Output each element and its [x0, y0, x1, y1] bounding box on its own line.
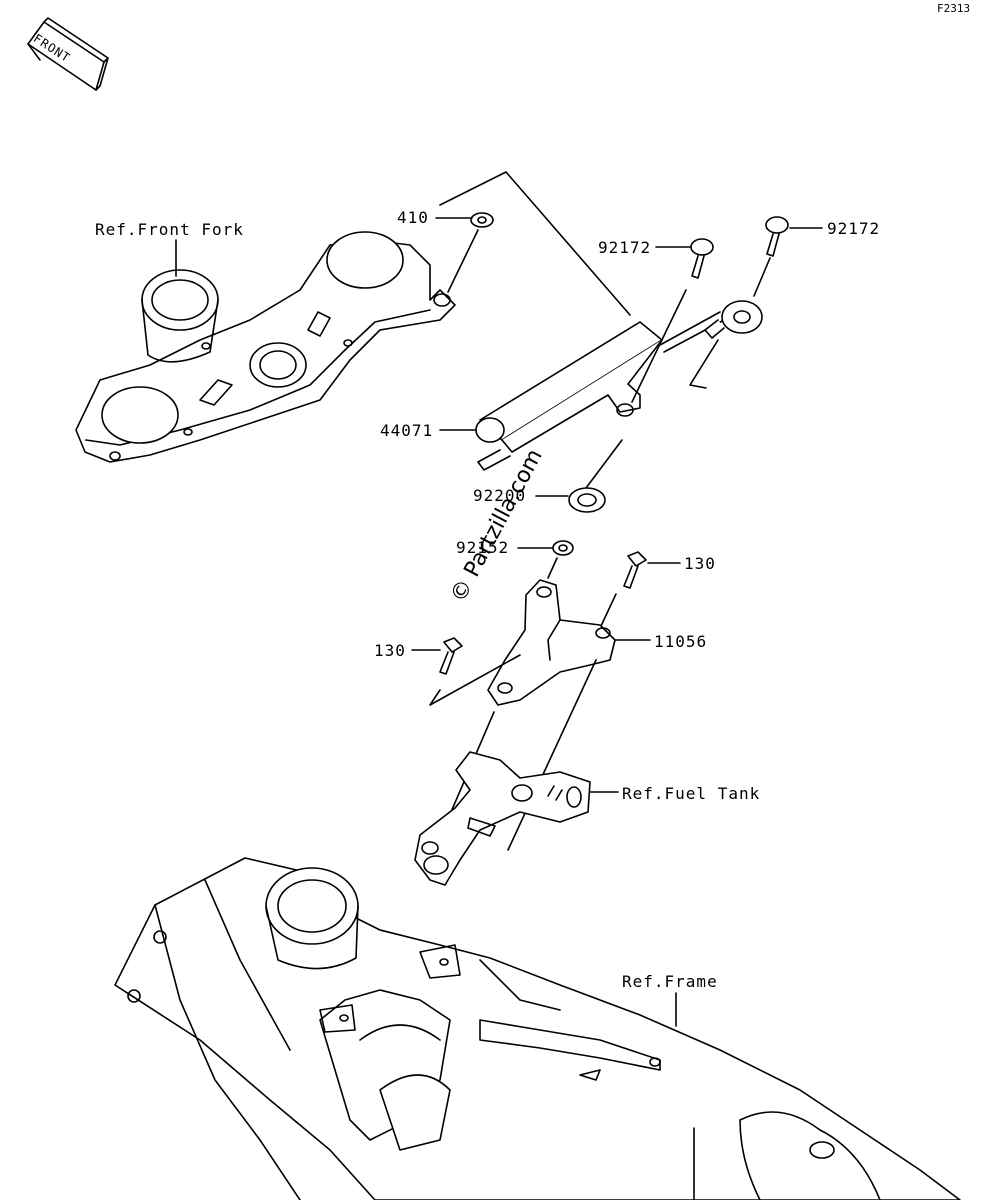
callout-130-right: 130	[684, 554, 716, 573]
callout-130-left: 130	[374, 641, 406, 660]
callout-92200: 92200	[473, 486, 527, 505]
figure-code: F2313	[937, 2, 971, 15]
frame	[114, 857, 961, 1200]
callout-410: 410	[397, 208, 429, 227]
callout-92172-right: 92172	[827, 219, 881, 238]
bolt-92172-right	[765, 216, 789, 257]
callout-92172-left: 92172	[598, 238, 652, 257]
bracket-11056	[487, 579, 616, 706]
callout-ref-frame: Ref.Frame	[622, 972, 718, 991]
bolt-92172-left	[690, 238, 714, 279]
front-arrow-icon	[27, 17, 109, 91]
steering-damper	[475, 300, 763, 471]
callout-92152: 92152	[456, 538, 510, 557]
callout-ref-front-fork: Ref.Front Fork	[95, 220, 244, 239]
bolt-130-left	[439, 637, 463, 675]
callout-11056: 11056	[654, 632, 708, 651]
bolt-130-right	[623, 551, 647, 589]
upper-triple-clamp	[75, 231, 456, 463]
callout-44071: 44071	[380, 421, 434, 440]
callout-ref-fuel-tank: Ref.Fuel Tank	[622, 784, 761, 803]
fuel-tank-bracket	[414, 751, 591, 886]
